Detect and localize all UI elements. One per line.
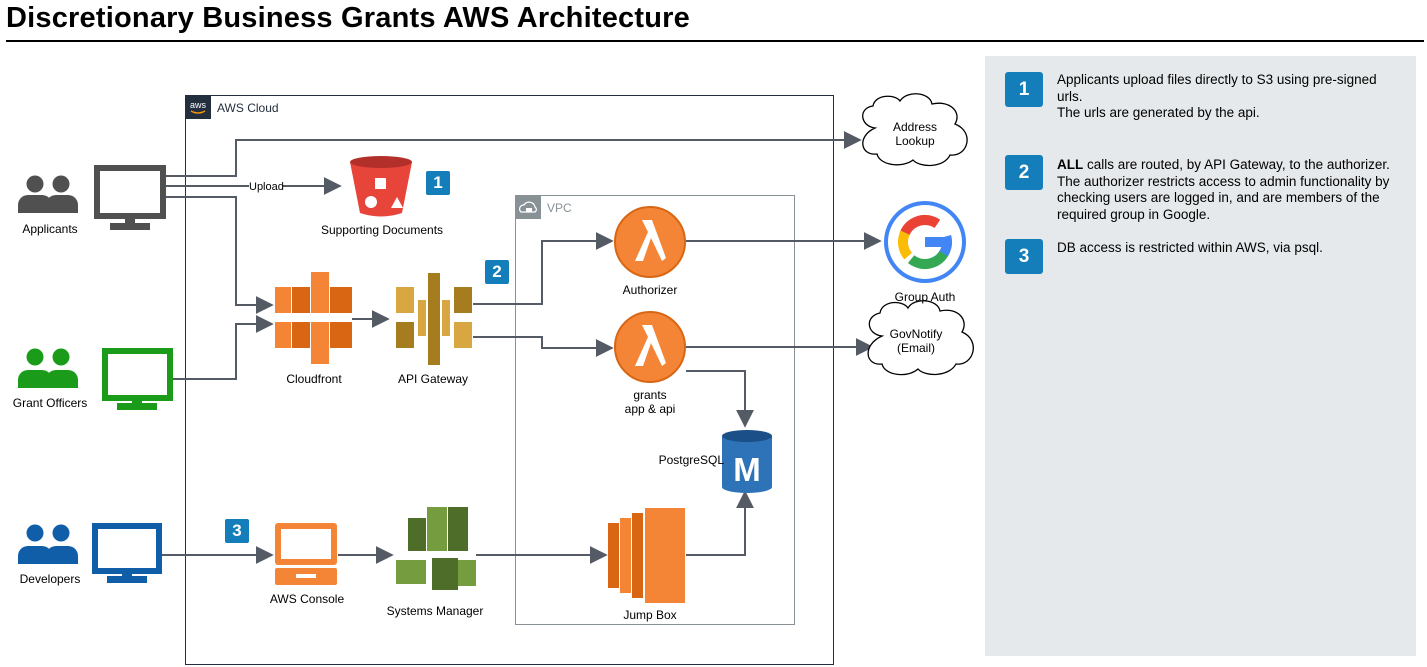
step-badge-2: 2: [485, 260, 509, 284]
postgresql-label: PostgreSQL: [658, 453, 724, 467]
jump-box-ec2-icon: [608, 508, 685, 603]
note-badge-1: 1: [1005, 72, 1043, 107]
note-2-line-2: The authorizer restricts access to admin…: [1057, 173, 1390, 189]
vpc-label: VPC: [547, 201, 572, 215]
note-2-line-3: checking users are logged in, and are me…: [1057, 190, 1380, 205]
edge-jumpbox-postgres: [686, 490, 754, 556]
edge-apigw-grants: [473, 336, 614, 357]
s3-bucket-icon: [350, 156, 412, 217]
grant-officers-monitor-icon: [102, 348, 173, 410]
grants-lambda-icon: [614, 311, 686, 383]
svg-text:M: M: [733, 451, 761, 488]
jump-box-label: Jump Box: [623, 608, 677, 622]
grant-officers-label: Grant Officers: [12, 396, 88, 410]
svg-text:aws: aws: [190, 100, 207, 110]
google-icon: [884, 201, 966, 283]
applicants-label: Applicants: [22, 222, 78, 236]
note-badge-2: 2: [1005, 155, 1043, 190]
page-title: Discretionary Business Grants AWS Archit…: [6, 2, 690, 34]
aws-console-icon: [275, 523, 337, 585]
edge-apigw-authorizer: [473, 232, 614, 305]
step-badge-3: 3: [225, 519, 249, 543]
note-1-line-3: The urls are generated by the api.: [1057, 105, 1260, 120]
address-lookup-label-line2: Lookup: [895, 134, 935, 148]
grants-label-line1: grants: [633, 388, 667, 402]
developers-users-icon: [18, 524, 78, 564]
connectors: [162, 131, 882, 564]
group-auth-label: Group Auth: [894, 290, 956, 304]
govnotify-cloud-icon: [867, 300, 974, 376]
edge-grants-postgres: [686, 370, 754, 428]
upload-edge-label: Upload: [249, 181, 284, 193]
grant-officers-users-icon: [18, 348, 78, 388]
edge-officers-cloudfront: [172, 315, 274, 380]
note-2-emphasis: ALL: [1057, 157, 1084, 172]
note-1-line-2: urls.: [1057, 88, 1083, 104]
edge-applicants-cloudfront: [164, 196, 274, 314]
developers-monitor-icon: [92, 523, 162, 583]
note-2-first: calls are routed, by API Gateway, to the…: [1083, 157, 1390, 172]
note-1-text: Applicants upload files directly to S3 u…: [1057, 72, 1413, 122]
postgresql-database-icon: M: [722, 430, 772, 493]
aws-logo-icon: aws: [185, 95, 211, 119]
applicants-monitor-icon: [94, 165, 166, 230]
grants-label-line2: app & api: [624, 402, 676, 416]
vpc-group: [515, 195, 795, 625]
developers-label: Developers: [19, 572, 81, 586]
note-3-text: DB access is restricted within AWS, via …: [1057, 240, 1413, 257]
supporting-documents-label: Supporting Documents: [320, 223, 444, 237]
vpc-cloud-lock-icon: [515, 195, 541, 219]
address-lookup-label-line1: Address: [892, 120, 938, 134]
note-3-line-1: DB access is restricted within AWS, via …: [1057, 240, 1323, 255]
note-2-line-4: required group in Google.: [1057, 206, 1211, 222]
note-2-text: ALL calls are routed, by API Gateway, to…: [1057, 157, 1413, 223]
step-badge-1: 1: [426, 171, 450, 195]
aws-cloud-label: AWS Cloud: [217, 101, 279, 115]
applicants-users-icon: [18, 175, 78, 213]
authorizer-label: Authorizer: [622, 283, 678, 297]
authorizer-lambda-icon: [614, 206, 686, 278]
upload-label-bg: [249, 180, 283, 194]
notes-panel: [985, 56, 1416, 656]
systems-manager-icon: [396, 507, 476, 590]
govnotify-label-line1: GovNotify: [889, 327, 943, 341]
note-badge-3: 3: [1005, 239, 1043, 274]
cloudfront-label: Cloudfront: [286, 372, 342, 386]
api-gateway-label: API Gateway: [397, 372, 469, 386]
note-2-line-1: ALL calls are routed, by API Gateway, to…: [1057, 157, 1413, 174]
edge-applicants-address: [164, 131, 862, 177]
title-underline: [6, 40, 1424, 42]
aws-console-label: AWS Console: [269, 592, 345, 606]
govnotify-label-line2: (Email): [897, 341, 935, 355]
address-lookup-cloud-icon: [862, 93, 968, 167]
api-gateway-icon: [396, 273, 472, 365]
cloudfront-icon: [275, 272, 352, 364]
note-1-line-1: Applicants upload files directly to S3 u…: [1057, 72, 1377, 87]
systems-manager-label: Systems Manager: [386, 604, 484, 618]
